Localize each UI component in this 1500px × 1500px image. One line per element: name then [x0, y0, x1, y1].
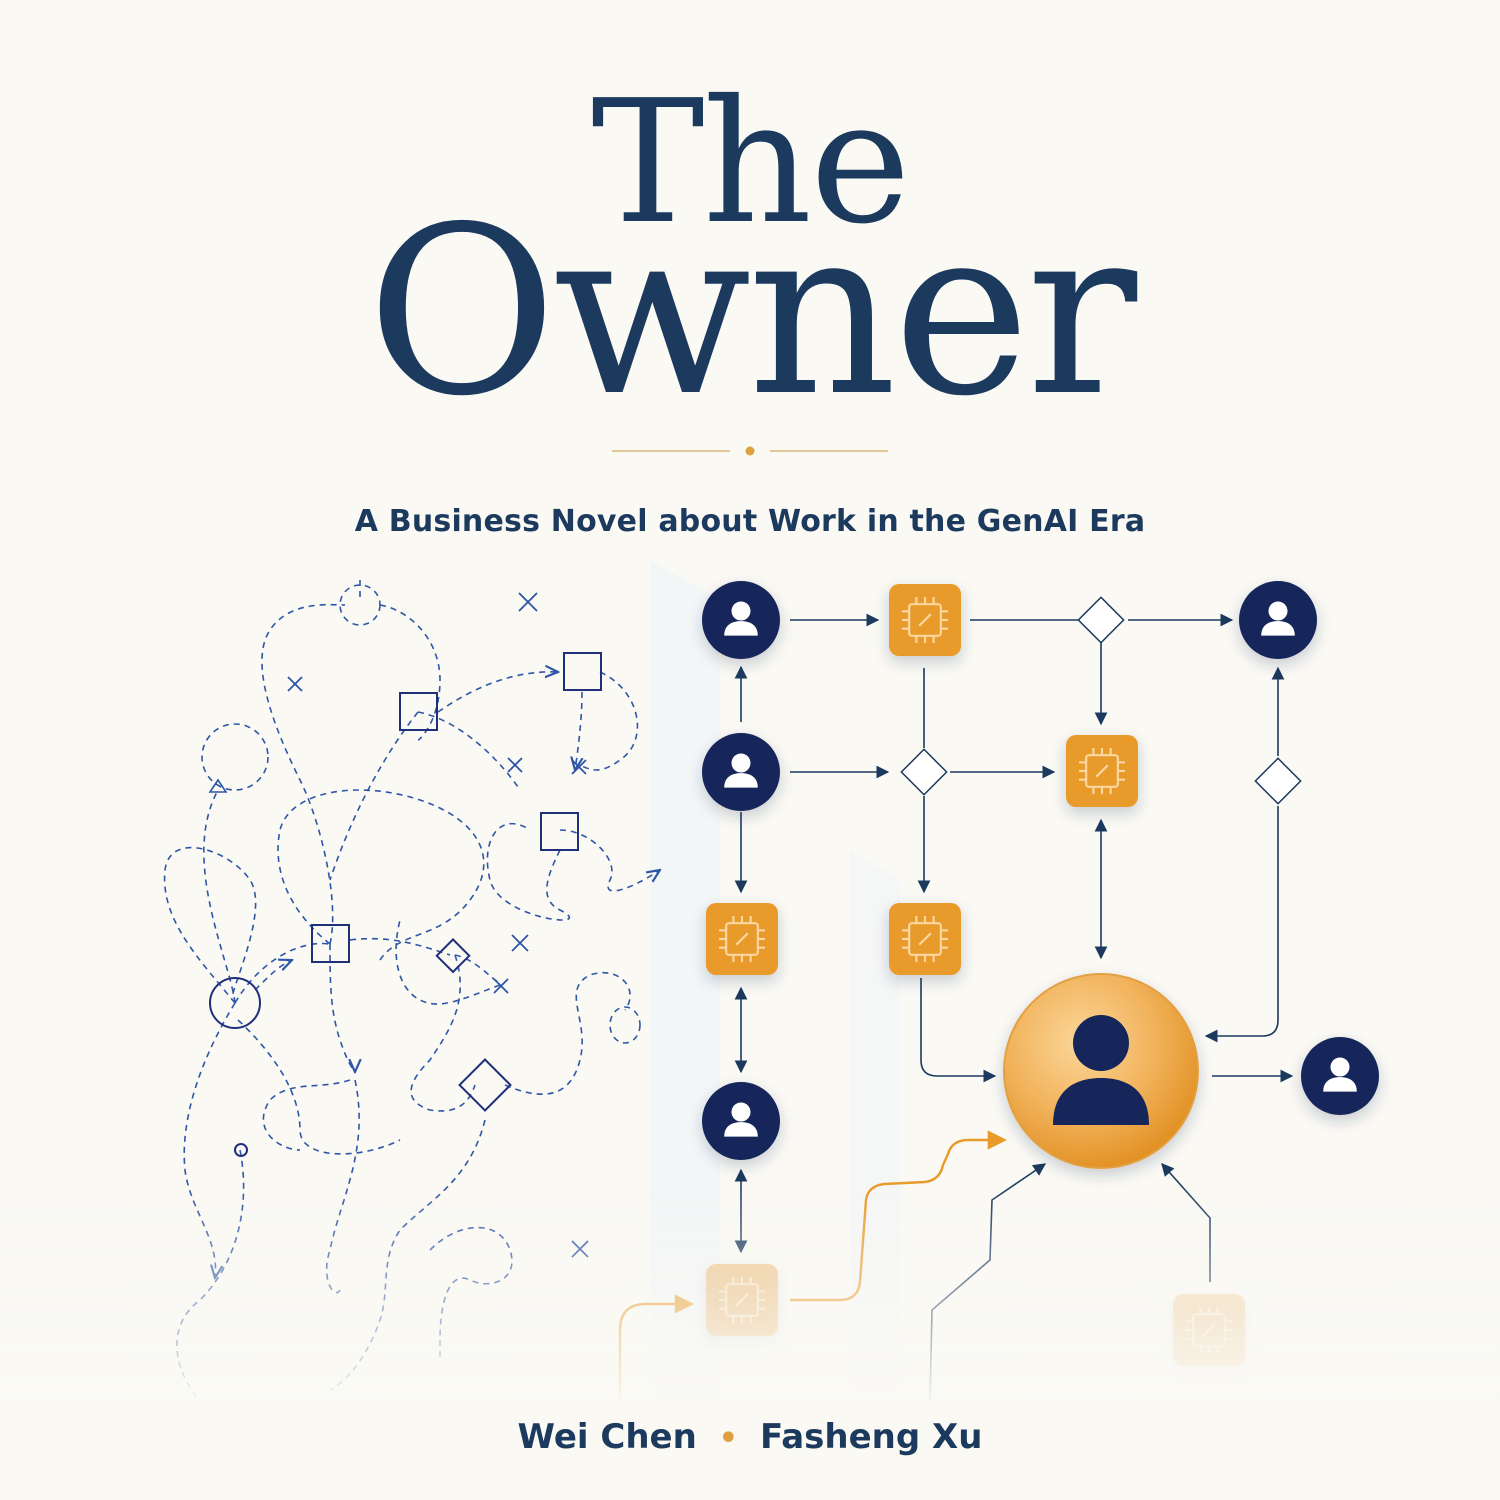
sketch-triangles	[208, 778, 228, 793]
author-wei-chen: Wei Chen	[517, 1417, 697, 1457]
title-line-the: The	[591, 64, 910, 262]
diamond-icon	[1077, 596, 1125, 644]
bottom-fade	[0, 1180, 1500, 1410]
authors: Wei Chen • Fasheng Xu	[0, 1414, 1500, 1462]
sketch-shapes-dashed	[201, 584, 641, 1044]
owner-node	[1003, 973, 1199, 1169]
decision-diamonds	[900, 596, 1302, 805]
diamond-icon	[900, 748, 948, 796]
title-line-owner: Owner	[366, 177, 1137, 447]
author-fasheng-xu: Fasheng Xu	[759, 1417, 983, 1457]
author-separator-dot: •	[718, 1421, 738, 1456]
chip-icon	[1066, 735, 1138, 807]
person-icon	[1053, 1078, 1149, 1125]
diamond-icon	[1254, 757, 1302, 805]
sketch-shapes	[209, 652, 602, 1157]
title-divider	[612, 446, 888, 456]
chip-icon	[706, 903, 778, 975]
subtitle: A Business Novel about Work in the GenAI…	[354, 504, 1146, 539]
person-nodes	[702, 581, 1379, 1160]
chip-icon	[889, 584, 961, 656]
chip-icon	[889, 903, 961, 975]
